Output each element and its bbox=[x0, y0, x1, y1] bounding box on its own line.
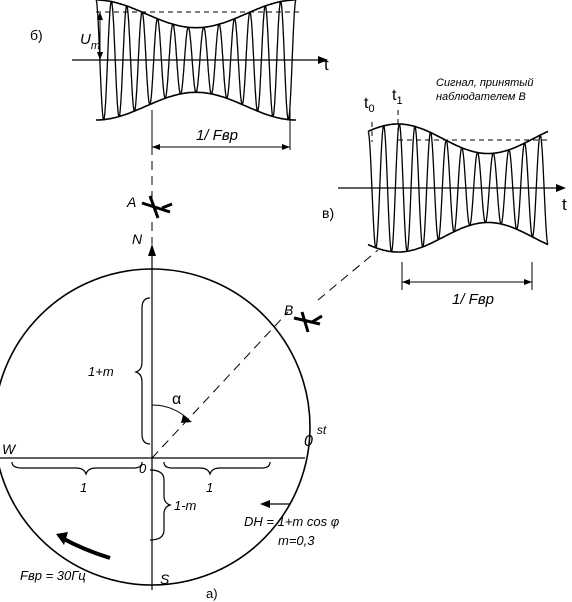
panel-b-label: б) bbox=[30, 27, 43, 43]
north-label: N bbox=[132, 231, 143, 247]
panel-v-caption-line1: Сигнал, принятый bbox=[436, 77, 533, 89]
panel-a-label: а) bbox=[206, 586, 218, 601]
left-brace-label: 1 bbox=[80, 480, 87, 495]
panel-b-axis-t: t bbox=[324, 55, 329, 74]
panel-a-pattern bbox=[0, 146, 379, 590]
panel-b-signal bbox=[72, 0, 328, 150]
panel-v-t0-label: t0 bbox=[364, 95, 375, 115]
panel-v-envelope-bottom bbox=[367, 221, 549, 253]
rotation-frequency-label: Fвр = 30Гц bbox=[20, 568, 86, 583]
formula-line1: DH = 1+m cos φ bbox=[244, 514, 340, 529]
formula-line2: m=0,3 bbox=[278, 533, 315, 548]
panel-v-axis-arrow bbox=[556, 184, 566, 192]
lower-brace bbox=[149, 469, 172, 541]
rotation-arrow-icon bbox=[61, 536, 111, 560]
point-a-label: A bbox=[126, 194, 136, 210]
right-brace-label: 1 bbox=[206, 480, 213, 495]
panel-v-period-arrow-right bbox=[524, 279, 532, 285]
panel-b-period-arrow-left bbox=[152, 144, 160, 150]
upper-brace bbox=[134, 297, 151, 445]
panel-b-period-arrow-right bbox=[282, 144, 290, 150]
panel-b-envelope-bottom bbox=[96, 91, 296, 121]
point-b-label: B bbox=[284, 302, 293, 318]
dashed-line-to-b bbox=[151, 311, 289, 459]
origin-label: 0 bbox=[139, 461, 147, 476]
panel-b-envelope-top bbox=[96, 0, 296, 29]
lower-brace-label: 1-m bbox=[174, 498, 197, 513]
right-brace bbox=[163, 461, 271, 476]
west-label: W bbox=[2, 441, 17, 457]
panel-b-um-arrow-down bbox=[97, 52, 103, 60]
panel-v-caption-line2: наблюдателем В bbox=[436, 91, 526, 103]
panel-v-period-label: 1/ Fвр bbox=[452, 291, 494, 308]
panel-v-t1-label: t1 bbox=[392, 87, 403, 107]
rotation-arrow-head bbox=[56, 532, 68, 545]
east-label: 0st bbox=[304, 423, 327, 450]
alpha-label: α bbox=[172, 391, 181, 408]
aircraft-b-icon bbox=[293, 311, 323, 333]
south-label: S bbox=[160, 571, 170, 587]
left-brace bbox=[11, 461, 143, 476]
dashed-line-b-to-panel-v bbox=[317, 249, 379, 301]
aircraft-a-icon bbox=[141, 195, 173, 219]
dh-pointer-arrow bbox=[260, 500, 270, 508]
north-axis-arrow bbox=[148, 244, 156, 256]
panel-v-label: в) bbox=[322, 205, 334, 221]
alpha-arc-arrow bbox=[181, 415, 192, 423]
panel-v-envelope-top bbox=[367, 123, 549, 155]
panel-v-axis-t: t bbox=[562, 195, 567, 214]
panel-b-amplitude-label: Um bbox=[80, 31, 100, 52]
panel-v-period-arrow-left bbox=[402, 279, 410, 285]
panel-b-axis-arrow bbox=[318, 56, 328, 64]
panel-b-period-label: 1/ Fвр bbox=[196, 127, 238, 144]
panel-v-signal bbox=[338, 110, 566, 290]
panel-b-um-arrow-up bbox=[97, 12, 103, 20]
pattern-circle bbox=[0, 268, 311, 586]
upper-brace-label: 1+m bbox=[88, 364, 114, 379]
